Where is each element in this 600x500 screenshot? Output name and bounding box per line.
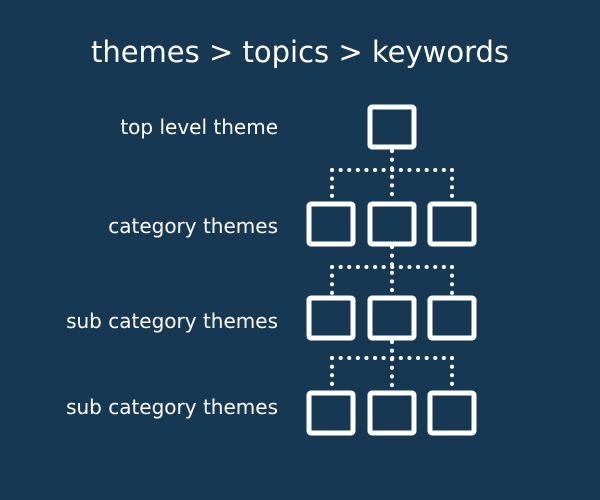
diagram-title: themes > topics > keywords [90,35,510,69]
node-subcategory-b-3 [427,390,477,436]
node-category-1 [306,201,356,247]
connector-category-to-subcategory [330,245,454,298]
level-label-subcategory-2: sub category themes [66,395,278,419]
node-subcategory-a-2 [367,295,417,341]
node-subcategory-b-2 [367,390,417,436]
node-subcategory-a-1 [306,295,356,341]
node-subcategory-a-3 [427,295,477,341]
node-category-2 [367,201,417,247]
level-label-category: category themes [108,214,278,238]
level-label-top: top level theme [120,115,278,139]
connector-subcategory-to-subcategory [330,340,454,392]
level-label-subcategory-1: sub category themes [66,309,278,333]
node-category-3 [427,201,477,247]
node-subcategory-b-1 [306,390,356,436]
node-top-level [367,104,417,150]
connector-top-to-category [330,149,454,203]
